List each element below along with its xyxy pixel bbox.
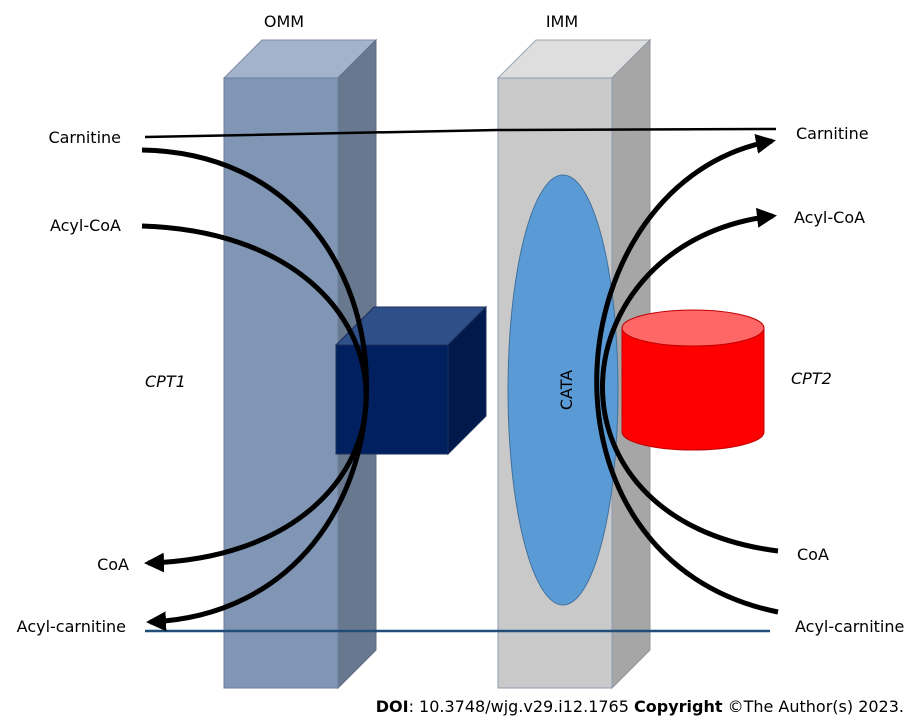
- copyright-label: Copyright: [634, 697, 723, 716]
- right-acyl-coa-label: Acyl-CoA: [794, 208, 865, 227]
- cpt1-front-face: [335, 344, 449, 455]
- cpt2-cylinder: [621, 309, 765, 451]
- left-acyl-carnitine-label: Acyl-carnitine: [17, 617, 126, 636]
- doi-label: DOI: [375, 697, 409, 716]
- right-acyl-carnitine-label: Acyl-carnitine: [795, 617, 904, 636]
- citation-footer: DOI: 10.3748/wjg.v29.i12.1765 Copyright …: [0, 697, 904, 719]
- left-coa-label: CoA: [97, 555, 129, 574]
- cpt2-cylinder-top: [621, 309, 765, 347]
- left-acyl-coa-label: Acyl-CoA: [50, 216, 121, 235]
- right-acyl-carnitine-curve: [594, 134, 779, 615]
- left-carnitine-label: Carnitine: [48, 128, 121, 147]
- omm-label: OMM: [264, 12, 304, 31]
- cpt2-label: CPT2: [791, 369, 832, 388]
- right-coa-label: CoA: [797, 545, 829, 564]
- imm-label: IMM: [546, 12, 578, 31]
- cpt2-cylinder-body: [621, 327, 765, 451]
- copyright-value: ©The Author(s) 2023.: [722, 697, 904, 716]
- cata-ellipse: [507, 174, 619, 606]
- doi-value: : 10.3748/wjg.v29.i12.1765: [408, 697, 629, 716]
- cpt1-cube: [334, 305, 488, 456]
- right-carnitine-label: Carnitine: [796, 124, 869, 143]
- carnitine-line: [144, 127, 777, 139]
- omm-front-face: [223, 77, 339, 689]
- left-acyl-coa-curve: [141, 223, 369, 573]
- cata-label: CATA: [557, 370, 576, 410]
- cpt1-label: CPT1: [145, 372, 186, 391]
- right-coa-curve: [600, 207, 779, 554]
